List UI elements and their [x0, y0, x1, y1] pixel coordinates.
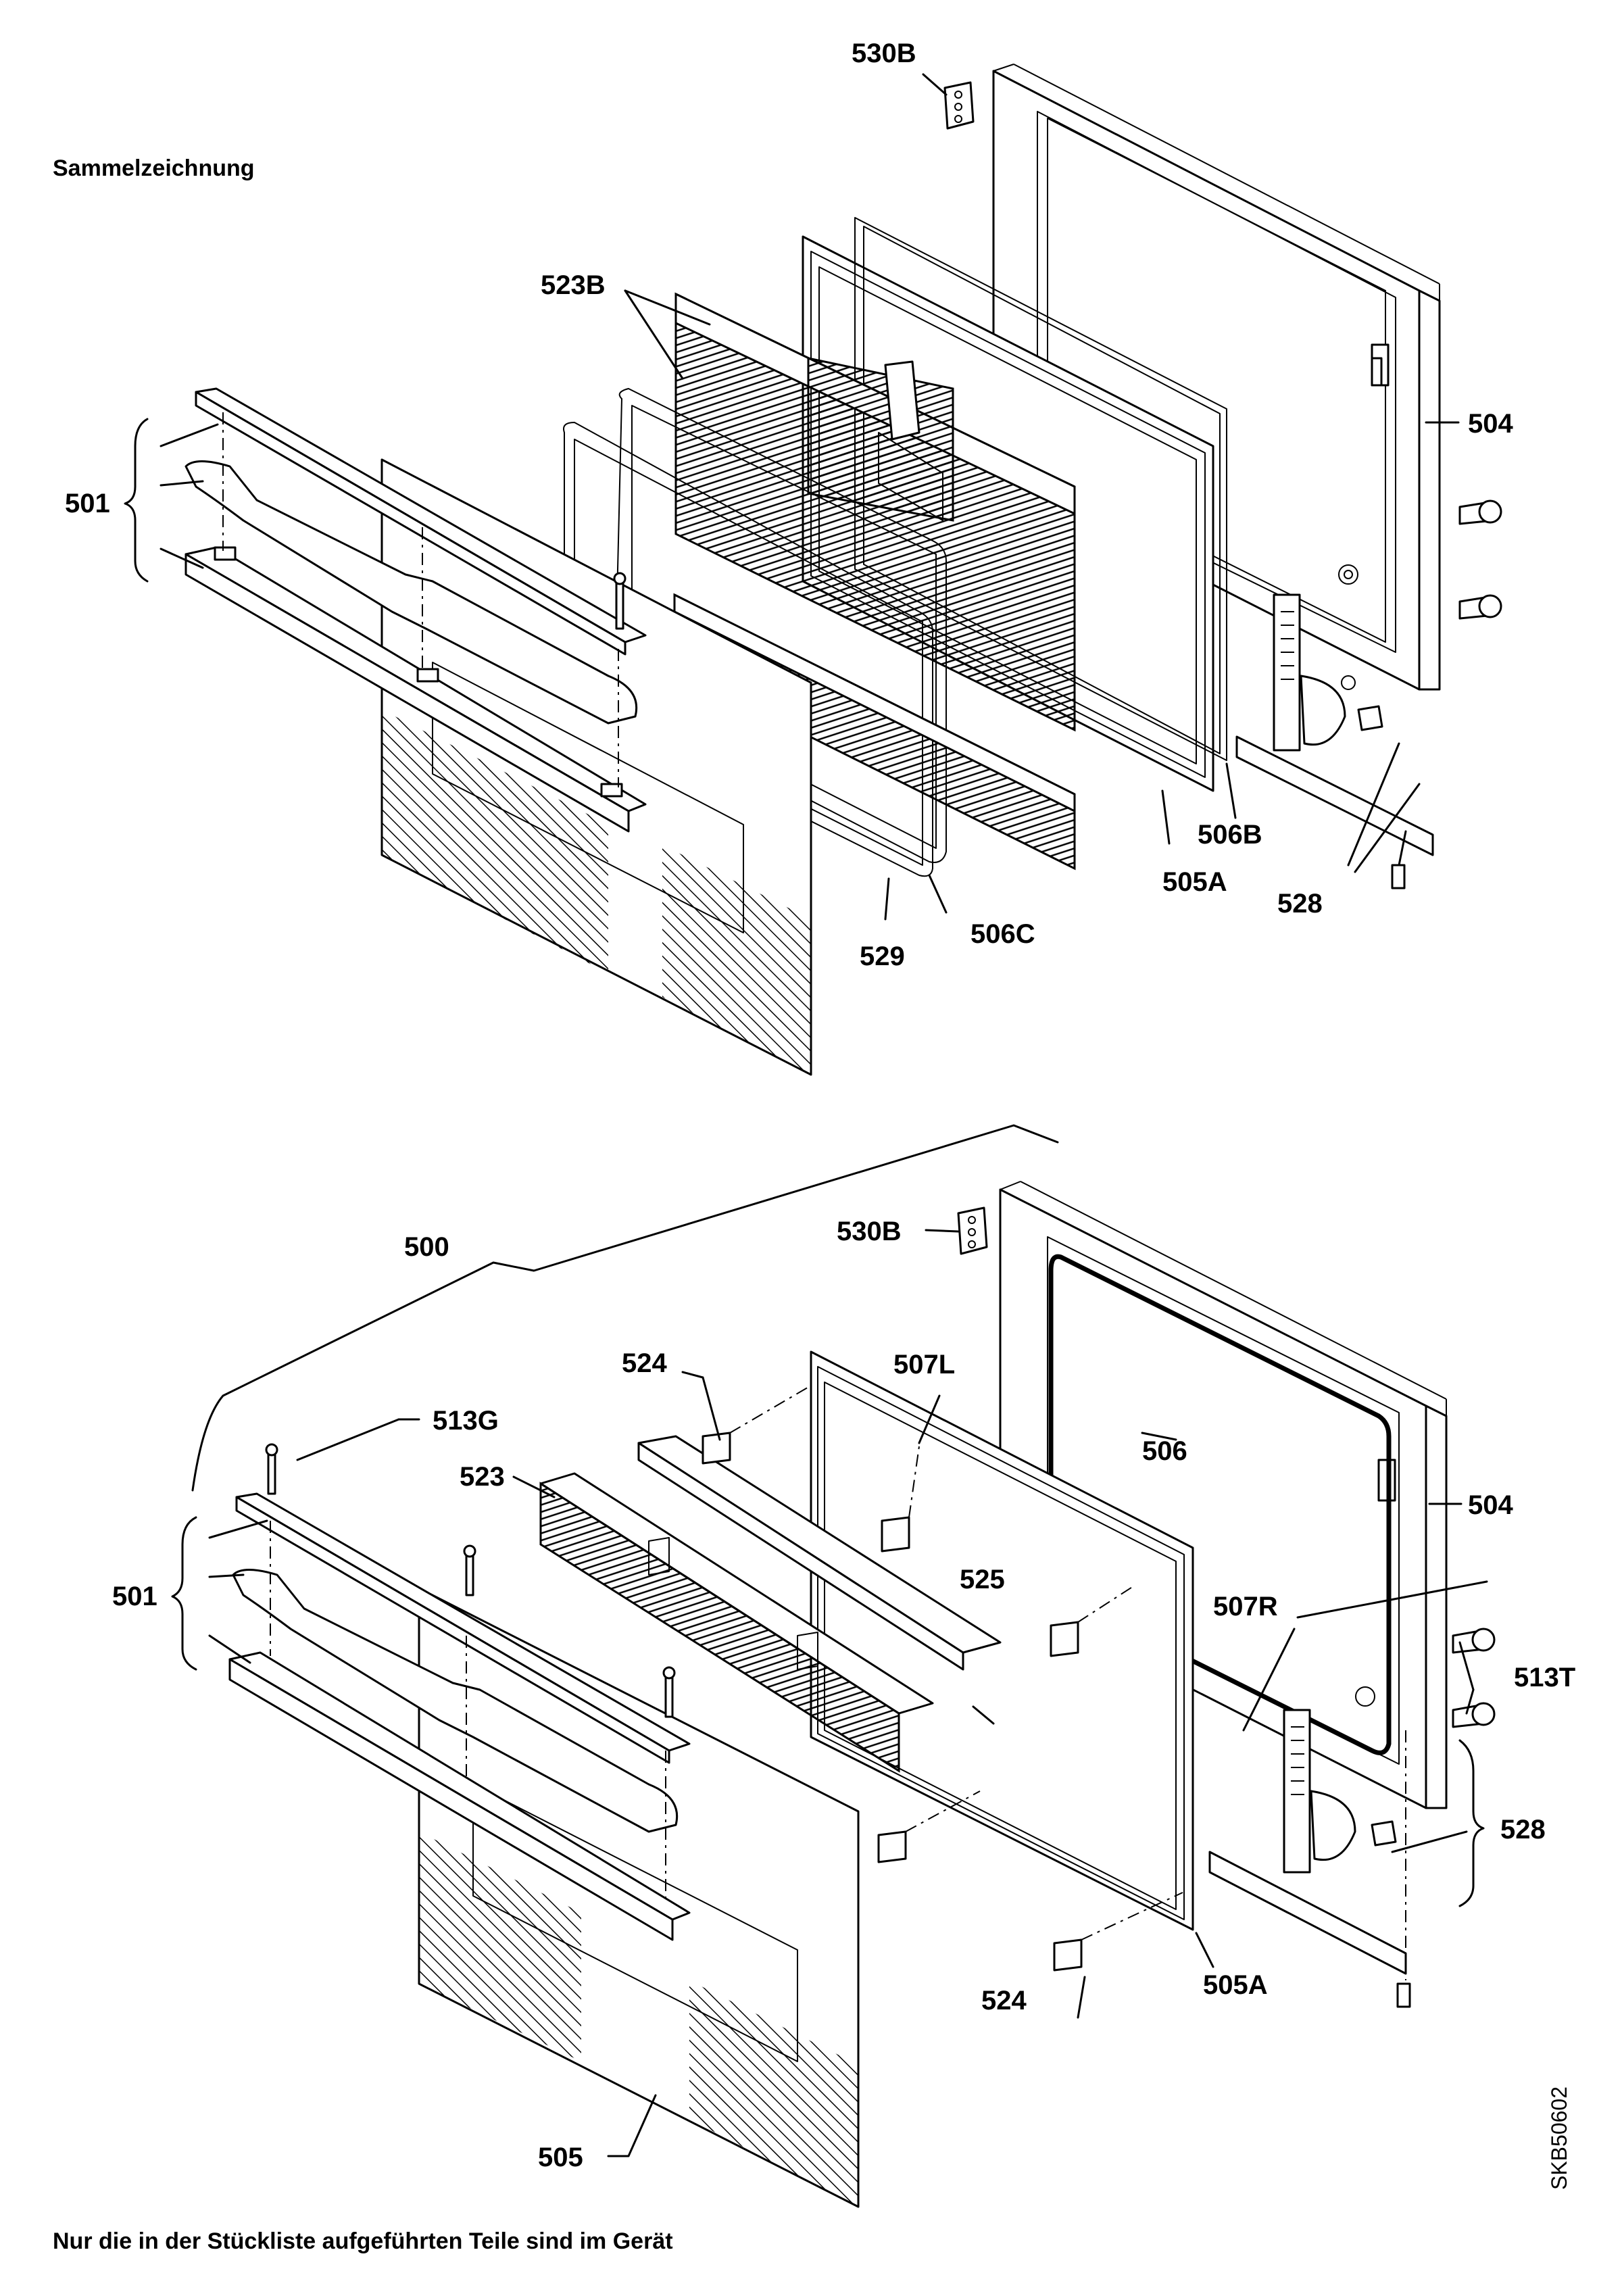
label-505a-bottom: 505A — [1203, 1970, 1268, 2000]
label-525: 525 — [960, 1565, 1005, 1594]
label-529: 529 — [860, 942, 905, 971]
label-506: 506 — [1142, 1436, 1187, 1466]
drawing-title: Sammelzeichnung — [53, 155, 255, 181]
part-524-clips — [702, 1385, 1183, 1972]
label-524-lower: 524 — [981, 1986, 1027, 2016]
part-506-seal — [1048, 1254, 1392, 1755]
label-504-top: 504 — [1468, 409, 1513, 439]
top-exploded-view: 530B 523B 504 501 506B 505A 528 529 506C — [65, 39, 1513, 1076]
label-501-bottom: 501 — [112, 1582, 157, 1611]
part-530b-clip-bottom — [925, 1206, 988, 1255]
label-506b: 506B — [1198, 820, 1262, 850]
part-523-insulation — [539, 1472, 934, 1773]
label-507l: 507L — [893, 1350, 955, 1379]
top-leaders — [159, 289, 1460, 921]
label-530b-top: 530B — [852, 39, 916, 68]
label-523: 523 — [460, 1462, 505, 1492]
label-506c: 506C — [970, 919, 1035, 949]
label-528-top: 528 — [1277, 889, 1323, 919]
part-501-handle-bottom — [171, 1443, 691, 1941]
label-504-bottom: 504 — [1468, 1490, 1513, 1520]
part-504-door-frame-bottom — [999, 1181, 1448, 1809]
label-524-upper: 524 — [622, 1348, 667, 1378]
label-500: 500 — [404, 1232, 449, 1262]
label-505a-top: 505A — [1162, 867, 1227, 897]
part-505a-frame-bottom — [810, 1350, 1194, 1931]
label-523b: 523B — [541, 270, 606, 300]
part-501-handle-top — [124, 387, 647, 833]
part-530b-clip — [922, 73, 975, 130]
label-513g: 513G — [433, 1406, 499, 1436]
label-513t: 513T — [1514, 1663, 1575, 1692]
label-501-top: 501 — [65, 489, 110, 518]
part-504-door-frame — [992, 64, 1441, 691]
part-528-hinge-bottom — [1208, 1709, 1411, 2008]
part-525-rail — [637, 1435, 1002, 1671]
top-right-screws — [1458, 499, 1502, 620]
part-528-hinge — [1235, 593, 1434, 889]
bottom-exploded-view: 500 530B 524 507L 513G 506 504 523 501 5… — [112, 1124, 1575, 2208]
label-530b-bottom: 530B — [837, 1217, 902, 1246]
label-505: 505 — [538, 2143, 583, 2172]
bracket-500 — [191, 1124, 1059, 1492]
drawing-id: SKB50602 — [1547, 2086, 1571, 2190]
footer-note: Nur die in der Stückliste aufgeführten T… — [53, 2228, 673, 2254]
label-507r: 507R — [1213, 1592, 1278, 1621]
label-528-bottom: 528 — [1500, 1815, 1546, 1845]
bottom-leaders — [208, 1371, 1488, 2157]
part-513t-screws — [1452, 1628, 1496, 1728]
